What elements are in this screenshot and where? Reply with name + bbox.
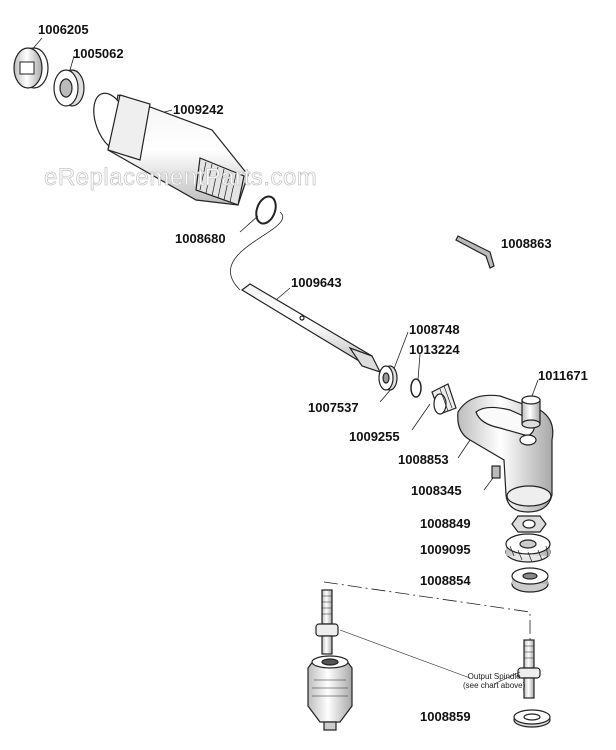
leader-lines xyxy=(29,37,539,491)
label-1006205[interactable]: 1006205 xyxy=(38,22,89,37)
label-1008863[interactable]: 1008863 xyxy=(501,236,552,251)
part-1009242-housing xyxy=(93,92,249,206)
watermark: eReplacementParts.com xyxy=(44,164,318,192)
label-1008853[interactable]: 1008853 xyxy=(398,452,449,467)
part-output-spindle-right xyxy=(517,639,541,699)
part-1009643-shaft xyxy=(240,283,382,374)
part-1009095-spiral-gear xyxy=(505,533,551,563)
label-1009242[interactable]: 1009242 xyxy=(173,102,224,117)
part-1009255-bevel-gear xyxy=(431,383,457,415)
label-1008854[interactable]: 1008854 xyxy=(420,573,471,588)
label-1009095[interactable]: 1009095 xyxy=(420,542,471,557)
part-1008859-washer xyxy=(513,709,551,728)
label-1007537[interactable]: 1007537 xyxy=(308,400,359,415)
part-1005062-bearing xyxy=(53,69,85,107)
part-1008863-hex-key xyxy=(455,235,495,269)
label-1009255[interactable]: 1009255 xyxy=(349,429,400,444)
label-1009643[interactable]: 1009643 xyxy=(291,275,342,290)
drill-chuck xyxy=(307,655,353,731)
label-1008680[interactable]: 1008680 xyxy=(175,231,226,246)
part-1011671-bushing xyxy=(521,395,541,429)
spindle-note-leaders xyxy=(339,629,521,685)
part-1008849-nut xyxy=(511,515,547,533)
part-1006205-end-cap xyxy=(13,47,49,89)
label-1013224[interactable]: 1013224 xyxy=(409,342,460,357)
output-spindle-note-line2: (see chart above) xyxy=(463,681,526,690)
label-1008849[interactable]: 1008849 xyxy=(420,516,471,531)
output-spindle-note: Output Spindle (see chart above) xyxy=(463,672,525,690)
part-1008748-retaining-ring xyxy=(410,378,422,398)
label-1008748[interactable]: 1008748 xyxy=(409,322,460,337)
centerline xyxy=(323,581,531,640)
assembly-path xyxy=(230,211,283,291)
part-output-spindle-left xyxy=(315,589,339,655)
label-1005062[interactable]: 1005062 xyxy=(73,46,124,61)
part-1008345-set-screw xyxy=(491,465,501,479)
label-1011671[interactable]: 1011671 xyxy=(538,368,588,383)
part-1008854-bearing xyxy=(511,567,549,593)
label-1008345[interactable]: 1008345 xyxy=(411,483,462,498)
part-1008680-o-ring xyxy=(255,195,277,225)
part-1007537-bearing xyxy=(378,365,398,391)
output-spindle-note-line1: Output Spindle xyxy=(467,672,521,681)
label-1008859[interactable]: 1008859 xyxy=(420,709,471,724)
